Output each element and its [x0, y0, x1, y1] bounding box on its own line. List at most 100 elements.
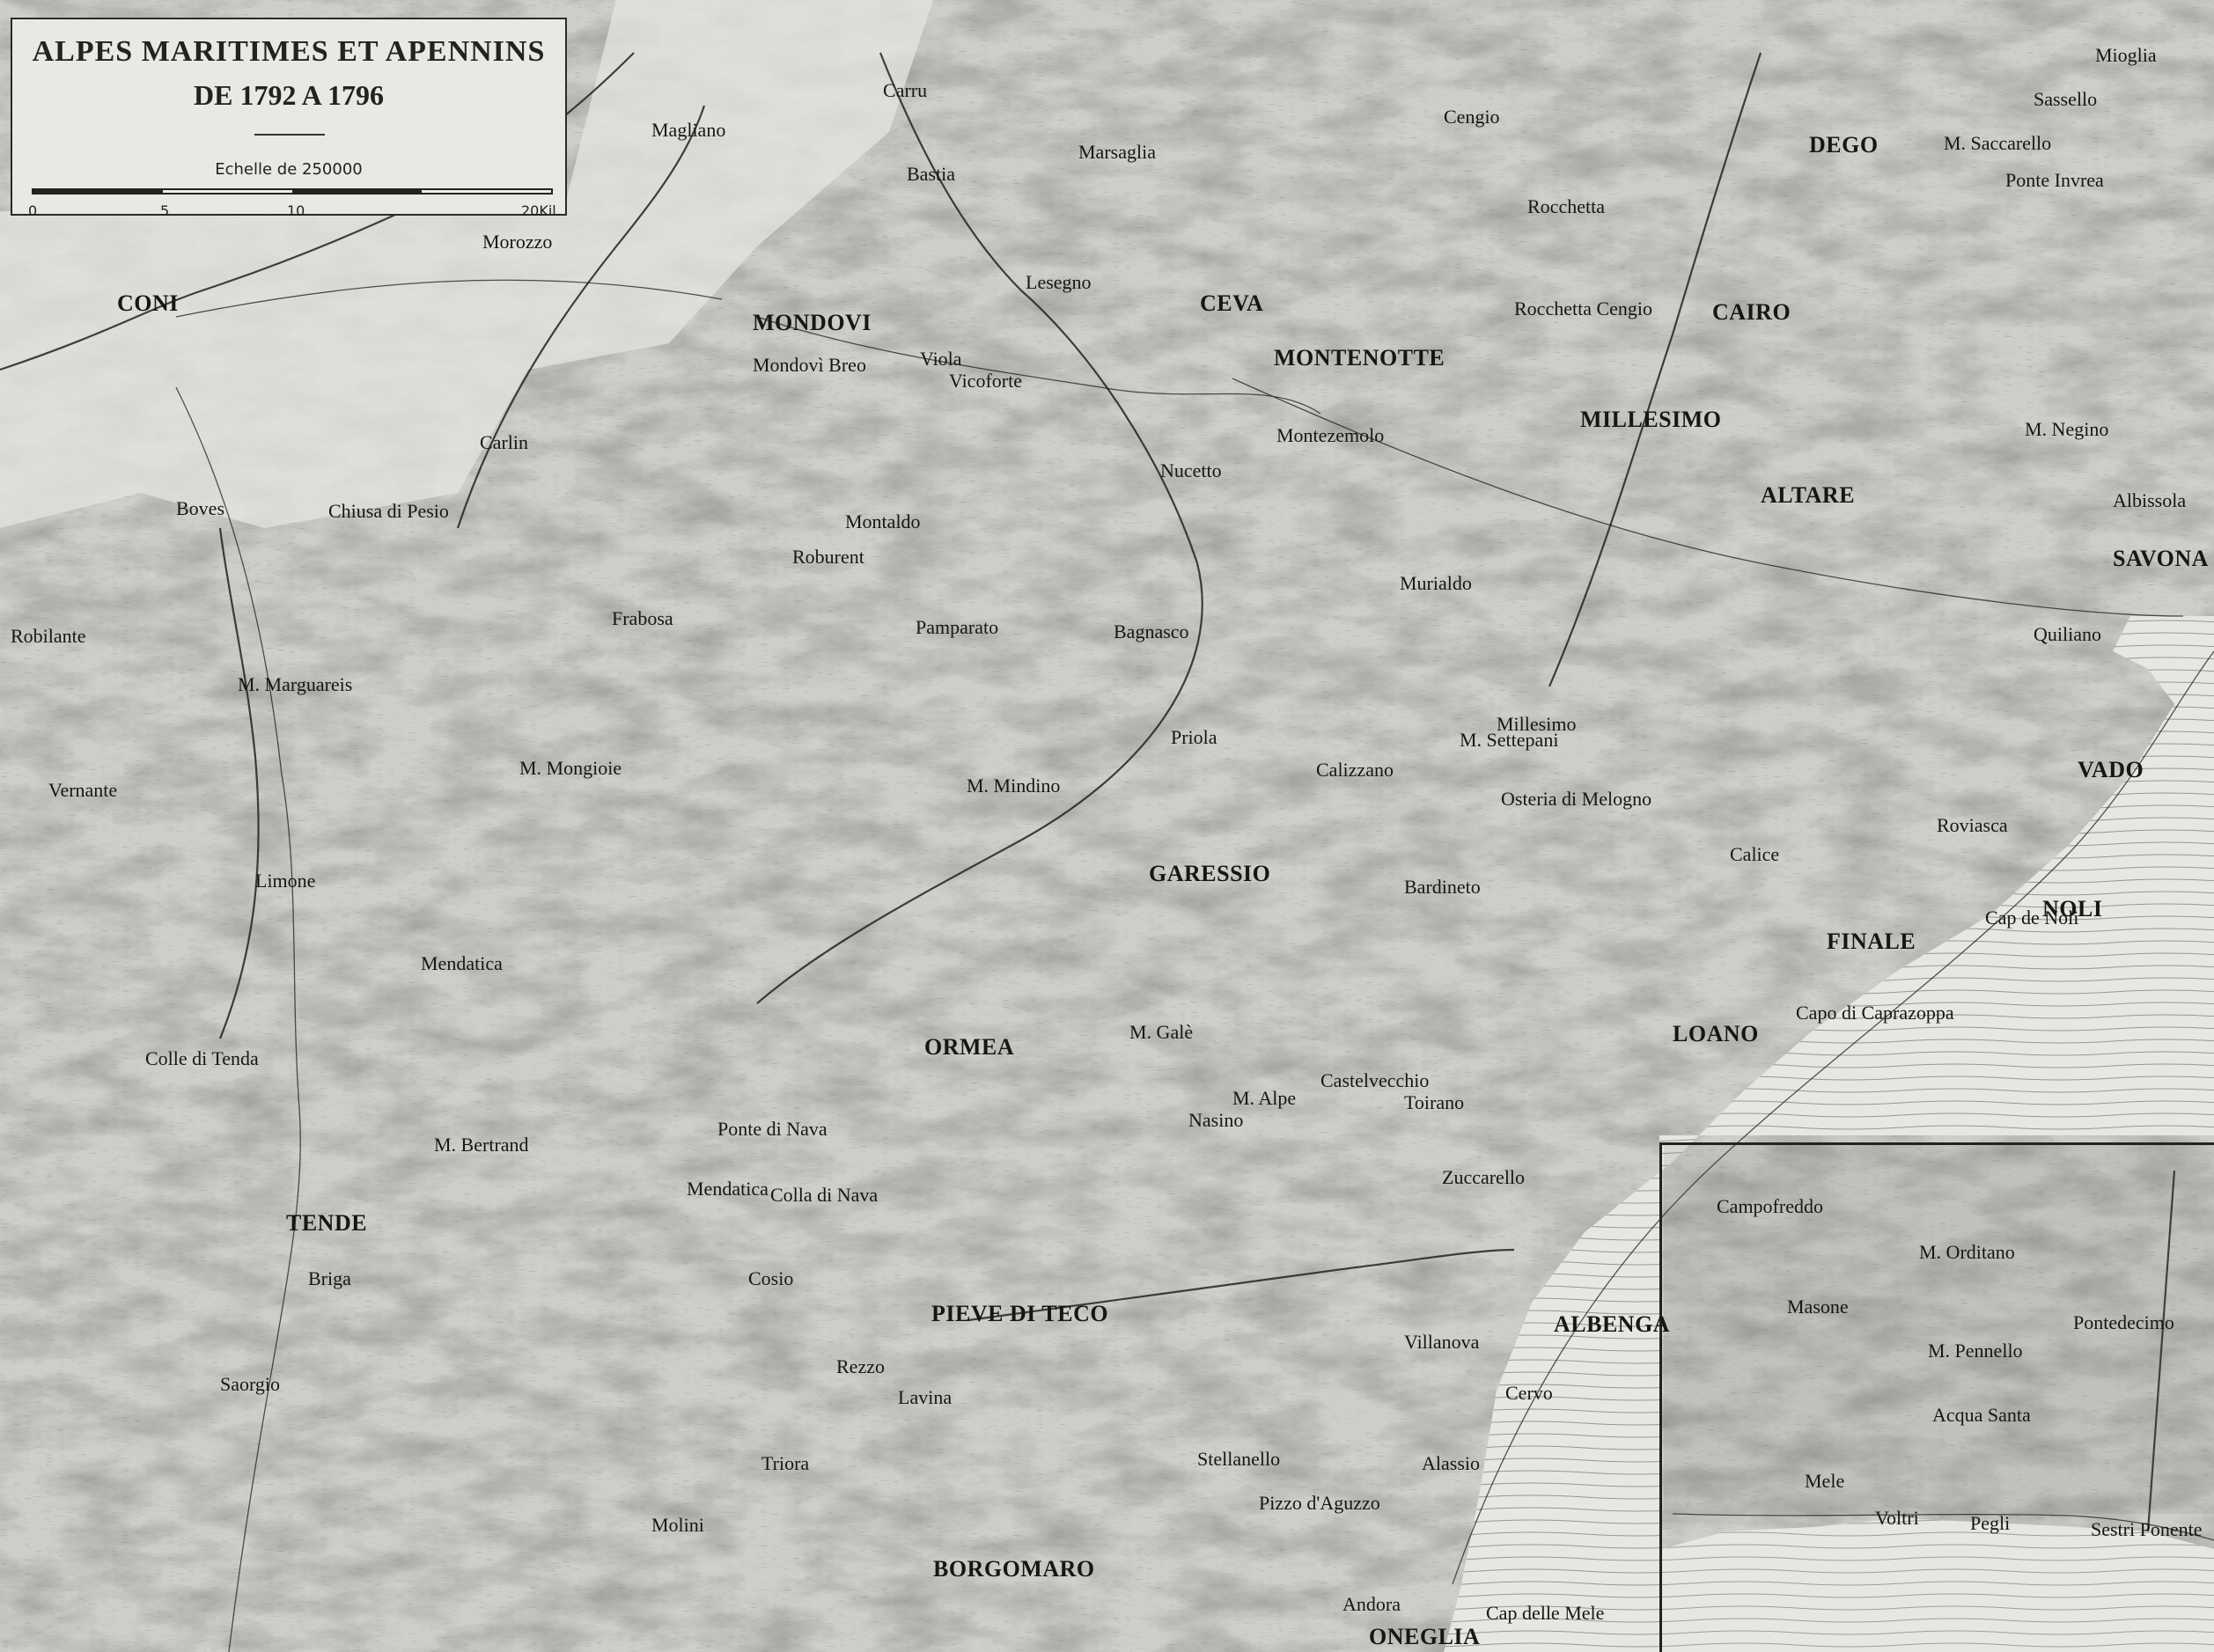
place-label: GARESSIO [1149, 861, 1271, 886]
place-label: Campofreddo [1717, 1195, 1823, 1217]
place-label: SAVONA [2113, 546, 2209, 571]
place-label: Cosio [748, 1267, 794, 1289]
inset-sea-contours [1662, 1518, 2214, 1652]
place-label: Calice [1730, 843, 1780, 865]
place-label: Pizzo d'Aguzzo [1259, 1492, 1380, 1514]
place-label: Alassio [1422, 1452, 1480, 1474]
place-label: Limone [255, 870, 316, 892]
place-label: M. Mindino [967, 775, 1061, 797]
place-label: Mele [1805, 1470, 1845, 1492]
place-label: M. Saccarello [1944, 132, 2052, 154]
river-bormida [1548, 52, 1762, 687]
place-label: PIEVE DI TECO [931, 1301, 1109, 1326]
place-label: M. Galè [1129, 1021, 1194, 1043]
place-label: Montezemolo [1276, 424, 1385, 446]
place-label: Toirano [1404, 1091, 1465, 1113]
scale-label: Echelle de 250000 [215, 160, 363, 179]
place-label: Chiusa di Pesio [328, 500, 449, 522]
place-label: Carru [883, 79, 928, 101]
place-label: LOANO [1673, 1021, 1759, 1046]
place-label: Andora [1342, 1593, 1401, 1615]
place-label: Robilante [11, 625, 86, 647]
place-label: CAIRO [1712, 299, 1791, 325]
place-label: Cervo [1505, 1382, 1553, 1404]
place-label: ORMEA [924, 1034, 1015, 1060]
place-label: Osteria di Melogno [1501, 788, 1652, 810]
place-label: M. Alpe [1232, 1087, 1297, 1109]
place-label: Voltri [1875, 1507, 1919, 1529]
place-label: Molini [651, 1514, 704, 1536]
place-label: Cap delle Mele [1486, 1602, 1605, 1624]
place-label: Masone [1787, 1296, 1849, 1318]
place-label: Colla di Nava [770, 1184, 879, 1206]
inset-frame-genoa [1659, 1142, 2214, 1652]
river-arroscia [967, 1248, 1515, 1322]
place-label: Capo di Caprazoppa [1796, 1002, 1954, 1024]
place-label: Castelvecchio [1320, 1069, 1430, 1091]
road-inset-coast [1672, 1513, 2214, 1541]
place-label: M. Settepani [1460, 729, 1559, 751]
place-label: Mioglia [2095, 44, 2157, 66]
place-label: Boves [176, 497, 224, 519]
place-label: Rocchetta [1527, 195, 1605, 217]
river-pesio [456, 105, 706, 529]
place-label: ONEGLIA [1369, 1624, 1481, 1649]
place-label: Saorgio [220, 1373, 281, 1395]
place-label: Acqua Santa [1932, 1404, 2031, 1426]
place-label: CEVA [1200, 290, 1264, 316]
place-label: Frabosa [612, 607, 673, 629]
place-label: Ponte di Nava [717, 1118, 827, 1140]
road-col-de-tende [175, 386, 301, 1652]
place-label: Ponte Invrea [2005, 169, 2104, 191]
place-label: ALBENGA [1554, 1311, 1671, 1337]
scale-tick-10: 10 [287, 202, 305, 219]
map-subtitle: DE 1792 A 1796 [193, 79, 385, 111]
place-label: Viola [920, 348, 962, 370]
title-cartouche: ALPES MARITIMES ET APENNINS DE 1792 A 17… [11, 18, 567, 219]
scale-tick-5: 5 [160, 202, 170, 219]
place-label: Millesimo [1497, 713, 1577, 735]
scale-bar [32, 188, 553, 195]
place-label: DEGO [1809, 132, 1879, 158]
road-ceva-savona [1232, 378, 2184, 617]
place-label: Mendatica [687, 1178, 769, 1200]
po-plain [0, 0, 933, 528]
river-tanaro [756, 52, 1203, 1004]
place-label: Vernante [48, 779, 118, 801]
inset-relief [1664, 1144, 2214, 1514]
place-label: Bardineto [1404, 876, 1481, 898]
road-coni-mondovi [175, 279, 723, 318]
place-label: Nucetto [1160, 459, 1222, 481]
place-label: Montaldo [845, 510, 921, 532]
place-label: Sestri Ponente [2091, 1518, 2203, 1540]
road-mondovi-ceva [756, 316, 1321, 415]
place-label: Villanova [1404, 1331, 1480, 1353]
place-label: Briga [308, 1267, 351, 1289]
place-label: Roburent [792, 546, 864, 568]
place-label: Mendatica [421, 952, 503, 974]
place-label: BORGOMARO [933, 1556, 1095, 1582]
place-label: Cap de Noli [1985, 907, 2079, 929]
place-label: Bastia [907, 163, 955, 185]
place-label: Nasino [1188, 1109, 1244, 1131]
place-label: Priola [1171, 726, 1217, 748]
place-label: M. Mongioie [519, 757, 622, 779]
place-label: Sassello [2034, 88, 2098, 110]
place-label: Cengio [1444, 106, 1500, 128]
place-label: NOLI [2042, 896, 2103, 921]
place-label: Pegli [1970, 1512, 2011, 1534]
place-label: MILLESIMO [1580, 407, 1722, 432]
place-label: Albissola [2113, 489, 2187, 511]
place-label: M. Pennello [1928, 1340, 2023, 1362]
place-label: Magliano [651, 119, 726, 141]
place-label: Marsaglia [1078, 141, 1156, 163]
scale-tick-20: 20Kil. [521, 202, 561, 219]
sea-contours [1444, 616, 2214, 1652]
place-label: MONDOVI [753, 310, 872, 335]
place-label: M. Marguareis [238, 673, 353, 695]
place-label: MONTENOTTE [1274, 345, 1445, 371]
place-label: M. Negino [2025, 418, 2109, 440]
place-label: FINALE [1827, 929, 1916, 954]
place-label: Bagnasco [1114, 620, 1189, 642]
